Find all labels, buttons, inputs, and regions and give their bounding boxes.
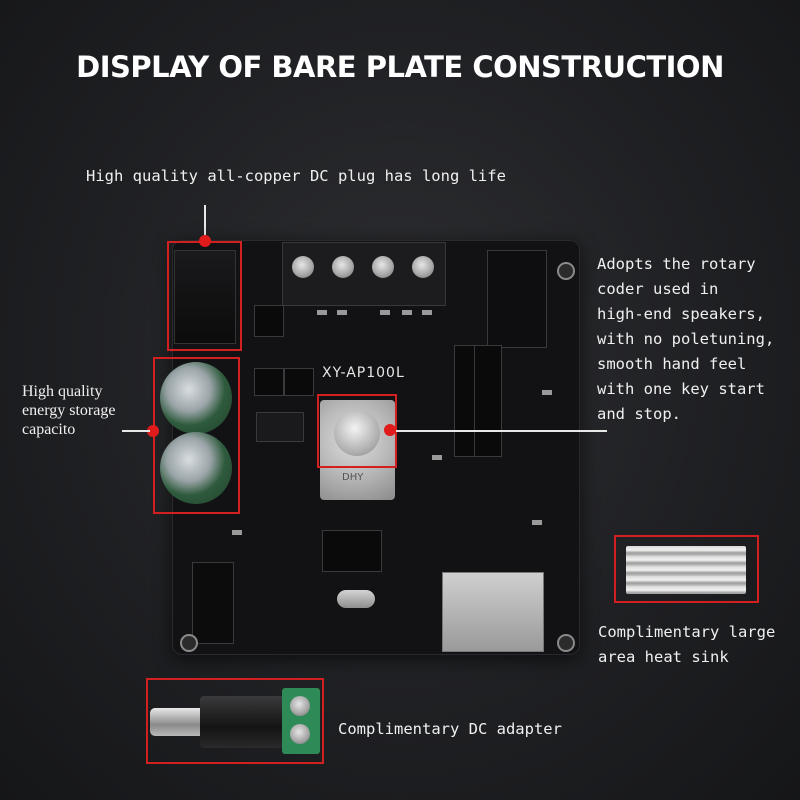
dc-adapter-terminal: [282, 688, 320, 754]
adapter-screw-1: [290, 696, 310, 716]
smd-inductor: [254, 305, 284, 337]
dc-adapter-highlight-box: [146, 678, 324, 764]
capacitor-bottom: [160, 432, 232, 504]
smd-resistor: [542, 390, 552, 395]
crystal-oscillator: [337, 590, 375, 608]
dc-adapter-body: [200, 696, 290, 748]
heat-sink: [626, 546, 746, 594]
bluetooth-chip: [322, 530, 382, 572]
encoder-leader-line: [396, 430, 607, 432]
capacitor-highlight-box: [153, 357, 240, 514]
dc-plug-marker-dot: [199, 235, 211, 247]
smd-resistor: [432, 455, 442, 460]
smd-diode-2: [284, 368, 314, 396]
amplifier-chip-right: [474, 345, 502, 457]
page-title: DISPLAY OF BARE PLATE CONSTRUCTION: [76, 50, 724, 84]
smd-resistor: [380, 310, 390, 315]
heat-sink-callout: Complimentary large area heat sink: [598, 623, 776, 666]
mounting-hole: [557, 634, 575, 652]
capacitor-marker-dot: [147, 425, 159, 437]
capacitor-callout: High quality energy storage capacito: [22, 383, 116, 438]
dc-plug-highlight-box: [167, 241, 242, 351]
adapter-screw-2: [290, 724, 310, 744]
encoder-mark: DHY: [342, 472, 364, 483]
smd-diode-1: [254, 368, 284, 396]
side-connector: [192, 562, 234, 644]
encoder-knob-shaft: [334, 410, 380, 456]
smd-resistor: [337, 310, 347, 315]
mounting-hole: [180, 634, 198, 652]
encoder-callout: Adopts the rotary coder used in high-end…: [597, 255, 775, 423]
mounting-hole: [557, 262, 575, 280]
dc-plug-leader-line: [204, 205, 206, 241]
voltage-regulator: [256, 412, 304, 442]
dc-adapter-callout: Complimentary DC adapter: [338, 720, 562, 738]
smd-resistor: [422, 310, 432, 315]
dc-plug-jack: [174, 250, 236, 344]
usb-port: [442, 572, 544, 652]
dc-plug-callout: High quality all-copper DC plug has long…: [86, 167, 506, 185]
encoder-marker-dot: [384, 424, 396, 436]
smd-resistor: [532, 520, 542, 525]
smd-resistor: [317, 310, 327, 315]
amplifier-board: XY-AP100L DHY: [172, 240, 580, 655]
audio-jack: [487, 250, 547, 348]
rotary-encoder: DHY: [320, 400, 395, 500]
board-model-label: XY-AP100L: [322, 365, 405, 381]
terminal-screw-4: [412, 256, 434, 278]
screw-terminal-block: [282, 242, 446, 306]
terminal-screw-1: [292, 256, 314, 278]
terminal-screw-2: [332, 256, 354, 278]
capacitor-leader-line: [122, 430, 150, 432]
smd-resistor: [402, 310, 412, 315]
heat-sink-highlight-box: [614, 535, 759, 603]
terminal-screw-3: [372, 256, 394, 278]
dc-adapter-barrel: [150, 708, 208, 736]
capacitor-top: [160, 362, 232, 434]
smd-resistor: [232, 530, 242, 535]
